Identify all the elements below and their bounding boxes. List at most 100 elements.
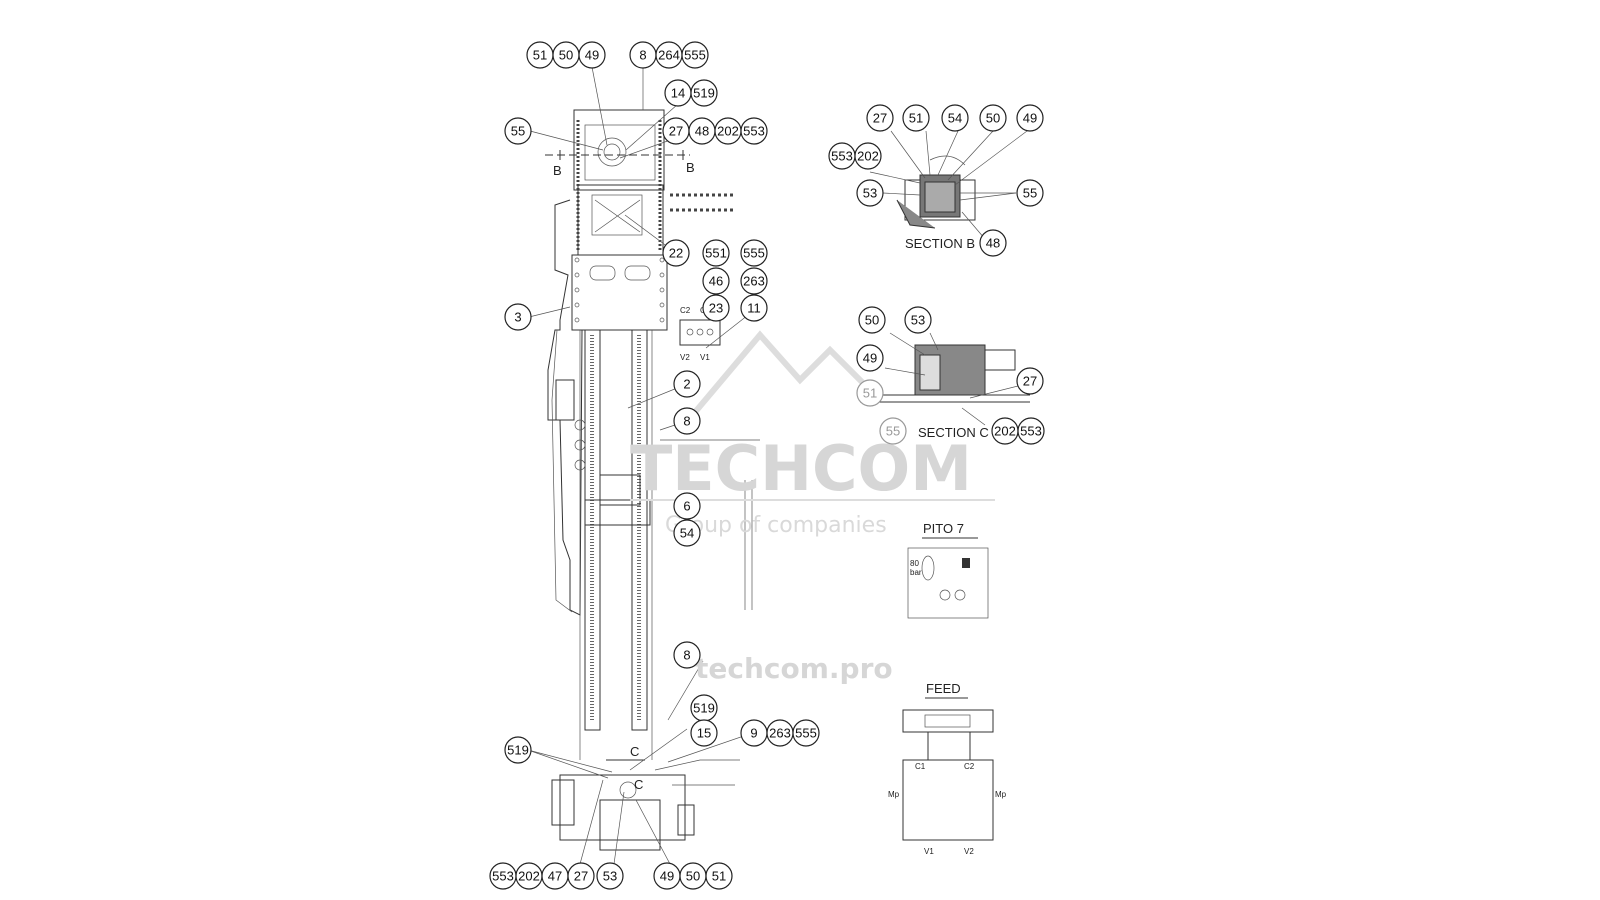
part-number: 202 — [717, 124, 739, 139]
part-balloon-circle — [1016, 104, 1044, 132]
part-balloon: 22 — [662, 239, 690, 267]
part-number: 51 — [863, 386, 877, 401]
part-number: 14 — [671, 86, 685, 101]
part-number: 51 — [712, 869, 726, 884]
part-balloon: 55 — [1016, 179, 1044, 207]
part-balloon-circle — [879, 417, 907, 445]
part-balloon-circle — [1017, 417, 1045, 445]
feed-port-c1: C1 — [915, 762, 926, 771]
part-balloon-circle — [854, 142, 882, 170]
part-balloon: 47 — [541, 862, 569, 890]
part-balloon-circle — [673, 641, 701, 669]
part-number: 54 — [680, 526, 694, 541]
section-mark-b-right: B — [686, 160, 695, 175]
part-balloon: 6 — [673, 492, 701, 520]
part-balloon-circle — [504, 736, 532, 764]
part-balloon-circle — [504, 303, 532, 331]
part-balloon-circle — [740, 117, 768, 145]
part-number: 47 — [548, 869, 562, 884]
part-balloon-circle — [690, 79, 718, 107]
part-number: 553 — [743, 124, 765, 139]
part-balloon-circle — [979, 104, 1007, 132]
part-balloon-circle — [673, 370, 701, 398]
part-balloon: 53 — [904, 306, 932, 334]
part-balloon-circle — [740, 239, 768, 267]
part-balloon-circle — [705, 862, 733, 890]
part-balloon-circle — [567, 862, 595, 890]
part-balloon: 51 — [705, 862, 733, 890]
pito-label: PITO 7 — [923, 521, 964, 536]
part-balloon-circle — [904, 306, 932, 334]
part-balloon: 15 — [690, 719, 718, 747]
part-balloon: 519 — [690, 694, 718, 722]
part-balloon: 3 — [504, 303, 532, 331]
part-number: 55 — [511, 124, 525, 139]
part-balloon-circle — [702, 267, 730, 295]
part-balloon: 53 — [856, 179, 884, 207]
part-number: 8 — [683, 414, 690, 429]
part-balloon: 555 — [740, 239, 768, 267]
part-balloon: 9 — [740, 719, 768, 747]
part-balloon-circle — [856, 379, 884, 407]
part-number: 8 — [639, 48, 646, 63]
part-balloon-circle — [673, 407, 701, 435]
part-balloon: 555 — [792, 719, 820, 747]
part-number: 202 — [857, 149, 879, 164]
part-balloon-circle — [979, 229, 1007, 257]
part-number: 553 — [831, 149, 853, 164]
part-balloon: 54 — [673, 519, 701, 547]
pito-pressure-value: 80 — [910, 559, 919, 568]
part-balloon: 553 — [1017, 417, 1045, 445]
part-balloon: 27 — [866, 104, 894, 132]
part-balloon: 519 — [504, 736, 532, 764]
part-number: 8 — [683, 648, 690, 663]
part-balloon-circle — [858, 306, 886, 334]
part-balloon: 553 — [828, 142, 856, 170]
part-number: 6 — [683, 499, 690, 514]
part-number: 50 — [686, 869, 700, 884]
part-number: 22 — [669, 246, 683, 261]
svg-text:V2: V2 — [680, 353, 690, 362]
feed-port-mp-right: Mp — [995, 790, 1007, 799]
part-balloon: 51 — [902, 104, 930, 132]
part-balloon: 53 — [596, 862, 624, 890]
part-balloon: 49 — [578, 41, 606, 69]
part-number: 46 — [709, 274, 723, 289]
part-number: 55 — [886, 424, 900, 439]
part-number: 49 — [1023, 111, 1037, 126]
part-number: 264 — [658, 48, 680, 63]
part-number: 263 — [743, 274, 765, 289]
part-number: 48 — [695, 124, 709, 139]
part-balloon: 48 — [979, 229, 1007, 257]
part-balloon-circle — [662, 239, 690, 267]
part-balloon: 202 — [991, 417, 1019, 445]
section-b-label: SECTION B — [905, 236, 975, 251]
part-balloon: 14 — [664, 79, 692, 107]
part-balloon-circle — [941, 104, 969, 132]
part-balloon-circle — [702, 239, 730, 267]
part-number: 50 — [559, 48, 573, 63]
part-balloon-circle — [792, 719, 820, 747]
part-balloon: 48 — [688, 117, 716, 145]
part-balloon: 202 — [714, 117, 742, 145]
part-number: 50 — [865, 313, 879, 328]
part-number: 519 — [693, 86, 715, 101]
feed-schematic: FEED C1 C2 Mp Mp V1 V2 — [888, 681, 1007, 856]
part-balloon: 555 — [681, 41, 709, 69]
part-number: 15 — [697, 726, 711, 741]
part-balloon: 2 — [673, 370, 701, 398]
part-number: 2 — [683, 377, 690, 392]
part-number: 202 — [994, 424, 1016, 439]
part-balloon: 264 — [655, 41, 683, 69]
section-mark-c-upper: C — [630, 744, 639, 759]
part-balloon: 8 — [629, 41, 657, 69]
part-balloon-circle — [740, 267, 768, 295]
part-balloon-circle — [578, 41, 606, 69]
feed-port-v2: V2 — [964, 847, 974, 856]
svg-text:C2: C2 — [680, 306, 691, 315]
part-balloon: 553 — [489, 862, 517, 890]
part-number: 3 — [514, 310, 521, 325]
part-balloon-circle — [856, 344, 884, 372]
part-number: 27 — [669, 124, 683, 139]
